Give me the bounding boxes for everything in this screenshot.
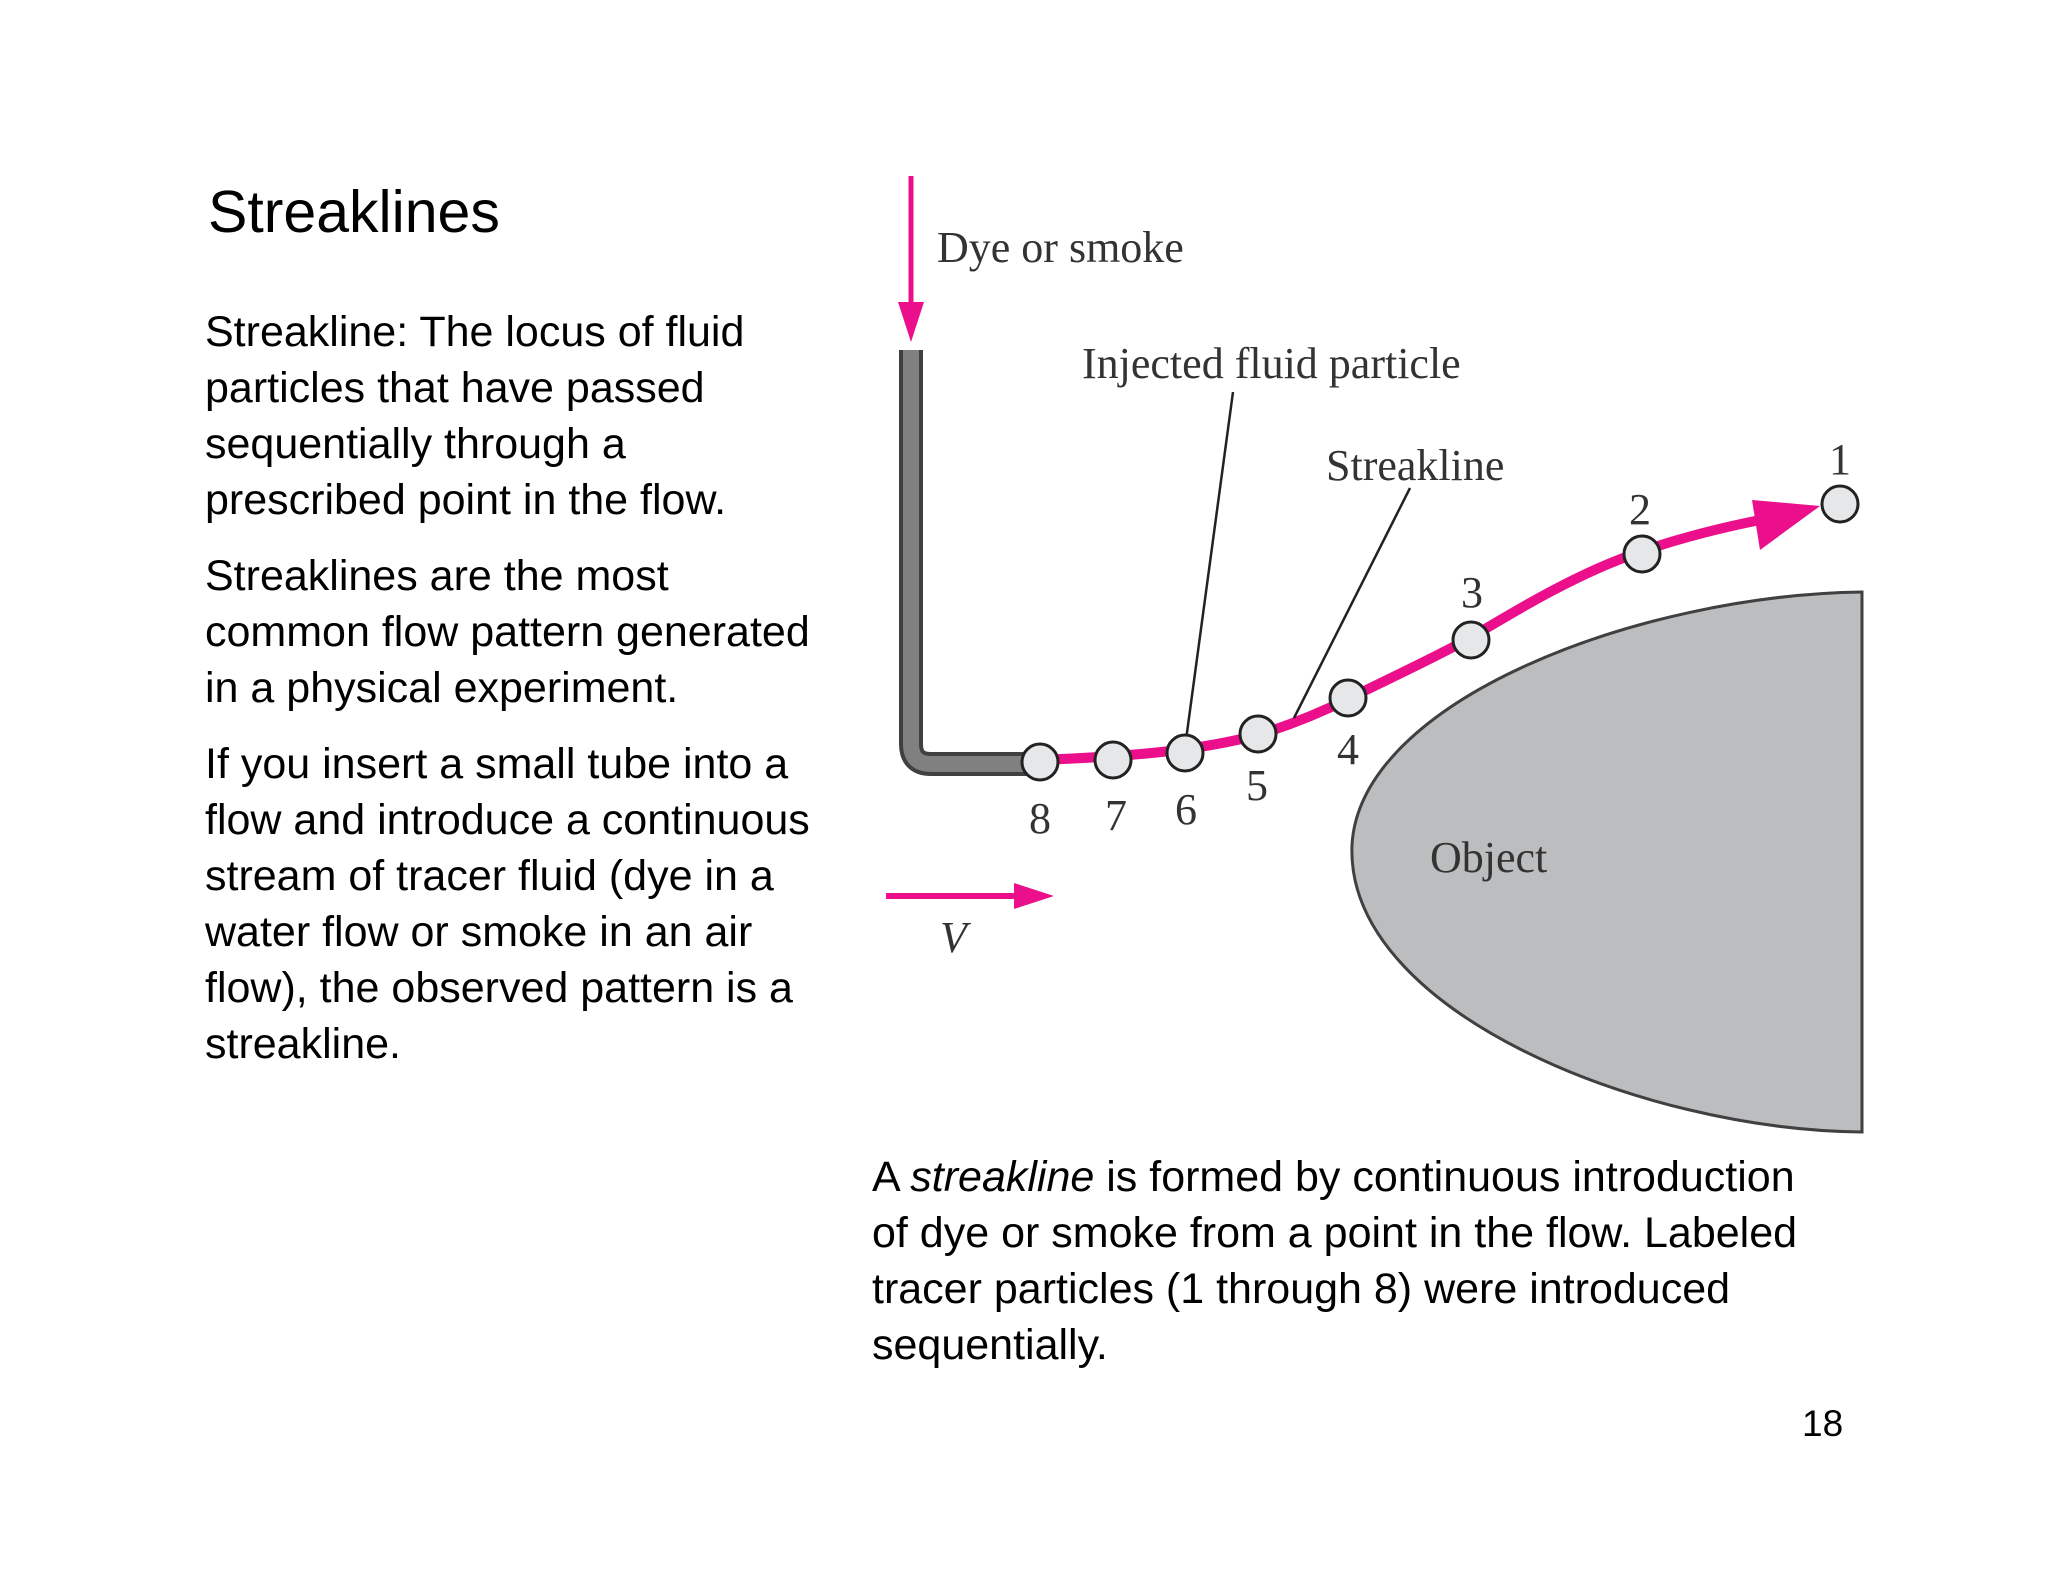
particle-2	[1622, 534, 1662, 574]
streakline-leader	[1292, 487, 1412, 719]
particle-7	[1093, 740, 1133, 780]
common-pattern-paragraph: Streaklines are the most common flow pat…	[205, 552, 810, 712]
injected-particle-label: Injected fluid particle	[1082, 339, 1461, 388]
caption-emphasis: streakline	[910, 1153, 1095, 1201]
particle-label-4: 4	[1337, 725, 1359, 774]
particle-label-2: 2	[1629, 485, 1651, 534]
particle-8	[1020, 742, 1060, 782]
experiment-paragraph: If you insert a small tube into a flow a…	[205, 740, 810, 1068]
streakline-arrow-head	[1752, 500, 1820, 550]
velocity-arrow-head	[1014, 883, 1054, 909]
figure-caption: A streakline is formed by continuous int…	[872, 1149, 1812, 1373]
velocity-label: V	[940, 913, 972, 962]
definition-paragraph: Streakline: The locus of fluid particles…	[205, 308, 745, 524]
injection-tube-inner	[903, 350, 1040, 772]
particle-label-1: 1	[1829, 435, 1851, 484]
particle-6	[1165, 733, 1205, 773]
injection-tube	[899, 350, 1040, 776]
particle-3	[1451, 620, 1491, 660]
particle-1	[1820, 484, 1860, 524]
object-shape	[1350, 590, 1864, 1134]
particle-4	[1328, 678, 1368, 718]
streakline-label: Streakline	[1326, 441, 1504, 490]
particle-label-8: 8	[1029, 794, 1051, 843]
page-number: 18	[1802, 1403, 1844, 1444]
tracer-particles	[1020, 484, 1860, 782]
particle-label-6: 6	[1175, 785, 1197, 834]
dye-label: Dye or smoke	[937, 223, 1184, 272]
particle-5	[1238, 714, 1278, 754]
particle-label-3: 3	[1461, 568, 1483, 617]
caption-prefix: A	[872, 1153, 911, 1201]
slide-title: Streaklines	[208, 179, 500, 245]
left-text-block: Streakline: The locus of fluid particles…	[205, 304, 825, 1092]
particle-label-7: 7	[1105, 791, 1127, 840]
injected-particle-leader	[1184, 391, 1235, 741]
caption-suffix: is formed by continuous introduction of …	[872, 1153, 1798, 1369]
dye-arrow-head	[898, 302, 924, 342]
particle-label-5: 5	[1246, 761, 1268, 810]
object-label: Object	[1430, 833, 1547, 882]
